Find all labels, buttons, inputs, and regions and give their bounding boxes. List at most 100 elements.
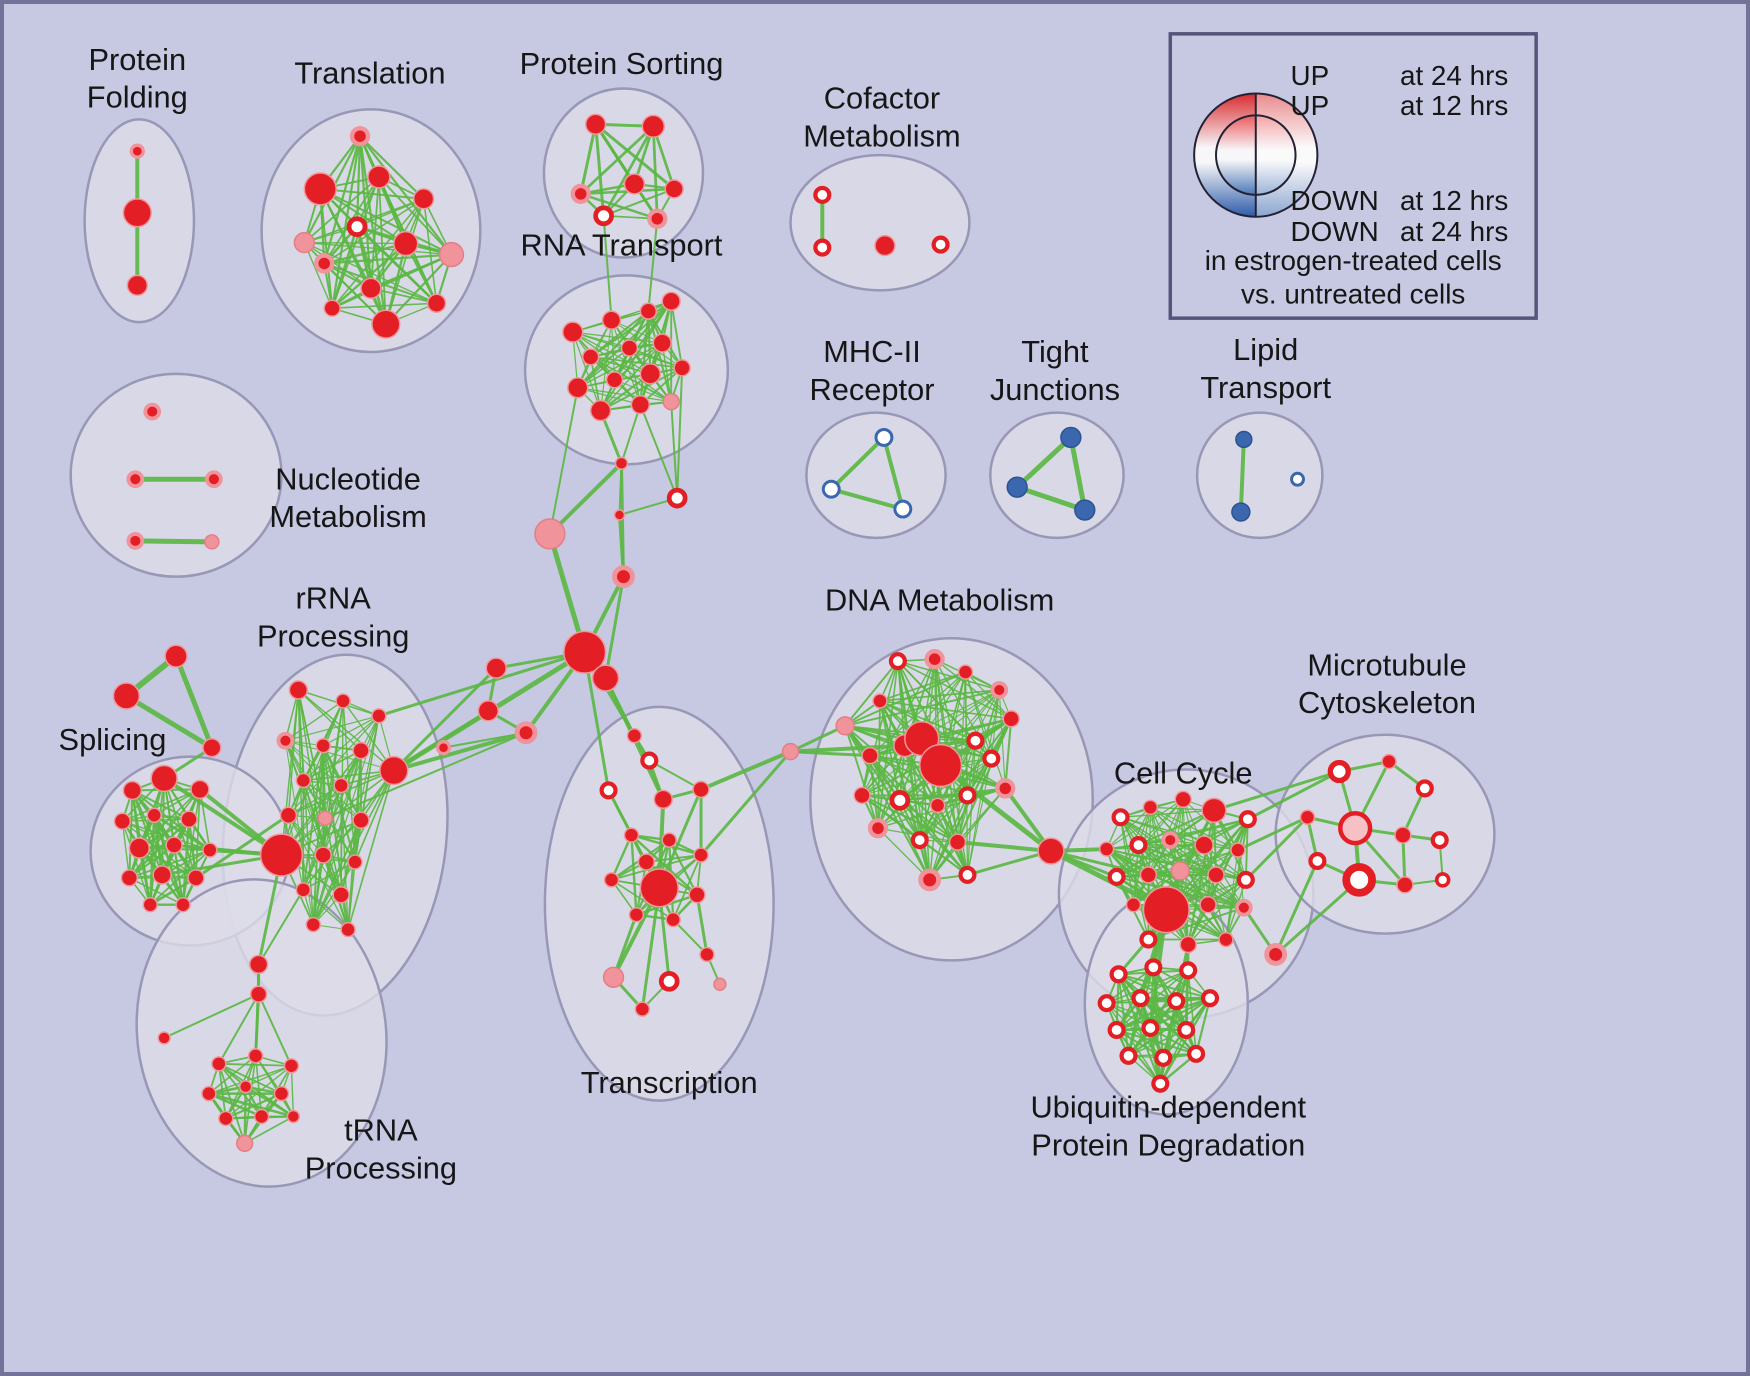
network-node-red	[699, 946, 715, 963]
network-edge	[224, 1092, 283, 1120]
network-node-red	[126, 274, 149, 297]
network-edge	[173, 653, 215, 751]
network-edge	[668, 839, 699, 896]
network-node-red	[628, 906, 645, 923]
network-node-red	[201, 1085, 217, 1102]
network-edge	[1179, 849, 1239, 872]
network-edge	[576, 347, 631, 389]
network-node-red	[563, 630, 607, 674]
network-edge	[1187, 809, 1216, 946]
network-edge	[844, 724, 939, 807]
network-edge	[1127, 1029, 1187, 1057]
network-edge	[645, 854, 703, 863]
network-node-ring	[599, 781, 618, 800]
legend-caption: in estrogen-treated cells	[1205, 245, 1502, 276]
network-edge	[302, 889, 349, 931]
network-node-red	[1381, 753, 1397, 770]
network-node-halo	[918, 868, 942, 892]
network-node-red	[653, 789, 673, 810]
network-edge	[1159, 997, 1212, 1085]
network-edge	[699, 750, 792, 857]
network-node-bluering	[1290, 471, 1305, 487]
network-node-bluering	[893, 499, 913, 519]
network-node-ring	[593, 205, 614, 227]
network-node-red	[295, 772, 312, 789]
cluster-label-protein-folding: Protein	[89, 42, 187, 77]
network-node-pink	[235, 1134, 254, 1153]
network-node-ring	[1131, 989, 1150, 1008]
network-edge	[347, 769, 395, 931]
network-edge	[579, 124, 655, 196]
network-node-ring	[966, 731, 985, 750]
network-node-halo	[349, 126, 371, 147]
cluster-label-cofactor-metabolism: Metabolism	[803, 118, 960, 153]
network-edge	[829, 435, 886, 492]
network-node-bluering	[821, 479, 841, 499]
cluster-ellipse-mhc-ii-receptor	[805, 411, 947, 540]
network-edge	[589, 356, 673, 403]
network-node-red	[601, 310, 622, 330]
network-edge	[303, 176, 380, 244]
network-node-red	[248, 954, 269, 975]
network-node-halo	[570, 183, 591, 205]
network-edge	[1139, 969, 1189, 999]
network-edge	[138, 788, 201, 849]
network-edge	[244, 1085, 295, 1118]
network-edge	[869, 754, 969, 797]
network-edge	[1014, 484, 1088, 513]
network-edge	[938, 763, 1054, 854]
network-node-halo	[1161, 831, 1180, 849]
network-edge	[844, 724, 879, 830]
network-edge	[1195, 997, 1212, 1055]
network-edge	[163, 993, 260, 1039]
network-node-blue	[1231, 502, 1251, 522]
network-node-red	[918, 743, 963, 788]
network-node-red	[639, 363, 662, 385]
network-edge	[869, 754, 931, 881]
network-edge	[312, 744, 325, 926]
network-node-red	[253, 1108, 270, 1125]
network-edge	[284, 715, 380, 742]
network-edge	[319, 187, 407, 245]
network-edge	[1106, 798, 1184, 850]
network-edge	[602, 214, 613, 322]
network-edge	[358, 135, 453, 256]
network-edge	[670, 400, 679, 500]
cluster-label-ubiquitin-degradation: Ubiquitin-dependent	[1030, 1090, 1306, 1125]
network-node-red	[122, 780, 143, 801]
network-node-red	[323, 299, 341, 317]
network-edge	[194, 813, 290, 880]
network-node-red	[688, 886, 706, 904]
network-node-bluering	[874, 428, 894, 447]
network-edge	[284, 700, 344, 742]
network-node-red	[314, 846, 332, 864]
network-edge	[378, 176, 453, 256]
network-edge	[1105, 966, 1155, 1005]
network-edge	[391, 730, 529, 773]
network-edge	[128, 849, 211, 879]
network-node-red	[477, 700, 499, 722]
network-node-red	[238, 1079, 253, 1094]
network-node-ring	[1236, 870, 1255, 889]
cluster-label-cofactor-metabolism: Cofactor	[824, 81, 940, 116]
network-node-ring	[666, 487, 688, 509]
cluster-label-microtubule-cytoskeleton: Cytoskeleton	[1298, 685, 1476, 720]
network-edge	[148, 876, 198, 907]
network-node-halo	[314, 253, 335, 274]
network-edge	[1212, 809, 1247, 881]
network-edge	[829, 487, 905, 512]
network-edge	[1004, 717, 1013, 790]
network-edge	[1169, 818, 1249, 842]
cluster-label-protein-folding: Folding	[87, 80, 188, 115]
network-node-pinkring	[1338, 811, 1373, 846]
cluster-label-translation: Translation	[294, 56, 445, 91]
network-node-red	[146, 807, 162, 823]
network-edge	[356, 198, 425, 228]
network-node-red	[613, 509, 626, 521]
cluster-ellipse-lipid-transport	[1195, 411, 1324, 540]
network-node-red	[929, 797, 946, 814]
network-node-halo	[924, 649, 945, 670]
network-edge	[1115, 999, 1178, 1032]
network-node-red	[150, 764, 178, 793]
network-node-halo	[1234, 898, 1253, 917]
